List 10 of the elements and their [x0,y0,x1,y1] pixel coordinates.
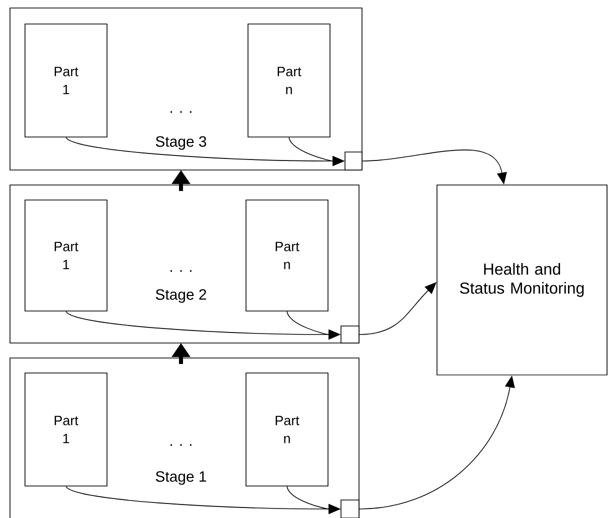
junction-box [340,326,360,344]
junction-box [340,500,360,518]
part-box: Part 1 [24,24,108,138]
part-box: Part n [246,200,328,312]
part-box: Part n [246,372,328,486]
part-box: Part n [248,24,330,138]
junction-box [344,152,362,170]
monitoring-box: Health and Status Monitoring [436,184,608,376]
part-box: Part 1 [24,372,108,486]
part-box: Part 1 [24,200,108,312]
